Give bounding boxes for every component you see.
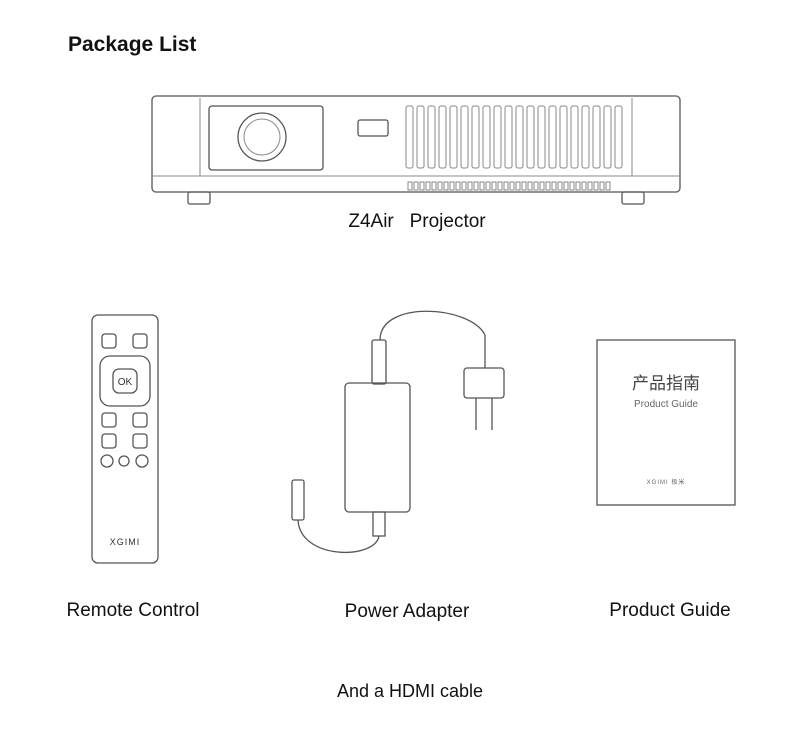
guide-title-en: Product Guide <box>634 399 698 410</box>
vent-slot <box>482 105 491 169</box>
vent-slot <box>587 181 593 191</box>
vent-slot <box>526 105 535 169</box>
vent-slot <box>509 181 515 191</box>
guide-title-cn: 产品指南 <box>632 374 700 393</box>
vent-slot <box>614 105 623 169</box>
ok-button-label: OK <box>118 377 133 388</box>
vent-slot <box>569 181 575 191</box>
vent-slot <box>559 105 568 169</box>
vent-slot <box>563 181 569 191</box>
projector-label: Z4Air Projector <box>348 211 486 232</box>
vent-slot <box>443 181 449 191</box>
vent-slot <box>533 181 539 191</box>
vent-slot <box>437 181 443 191</box>
vent-slot <box>515 105 524 169</box>
vent-slot <box>537 105 546 169</box>
power-adapter-illustration <box>291 310 505 553</box>
projector-illustration <box>151 95 681 205</box>
vent-slot <box>455 181 461 191</box>
vent-slot <box>473 181 479 191</box>
vent-slot <box>504 105 513 169</box>
vent-slot <box>485 181 491 191</box>
vent-slot <box>416 105 425 169</box>
vent-slot <box>527 181 533 191</box>
vent-slot <box>467 181 473 191</box>
vent-slot <box>521 181 527 191</box>
vent-slot <box>515 181 521 191</box>
vent-slot <box>479 181 485 191</box>
vent-slot <box>449 181 455 191</box>
vent-slot <box>599 181 605 191</box>
product-guide-illustration: 产品指南 Product Guide XGIMI 极米 <box>596 339 736 506</box>
vent-slot <box>497 181 503 191</box>
vent-slot <box>405 105 414 169</box>
remote-brand: XGIMI <box>110 537 141 547</box>
vent-slot <box>575 181 581 191</box>
remote-control-illustration: OK XGIMI <box>91 314 159 564</box>
vent-slot <box>438 105 447 169</box>
vent-slot <box>551 181 557 191</box>
vent-slot <box>491 181 497 191</box>
vent-slot <box>493 105 502 169</box>
product-guide-label: Product Guide <box>609 600 731 621</box>
vent-slot <box>471 105 480 169</box>
power-adapter-label: Power Adapter <box>344 601 470 622</box>
hdmi-cable-note: And a HDMI cable <box>336 681 484 701</box>
vent-slot <box>593 181 599 191</box>
guide-brand: XGIMI 极米 <box>647 478 686 486</box>
vent-slot <box>592 105 601 169</box>
vent-slot <box>603 105 612 169</box>
vent-slot <box>605 181 611 191</box>
vent-slot <box>419 181 425 191</box>
vent-slot <box>460 105 469 169</box>
vent-slot <box>581 105 590 169</box>
vent-slot <box>503 181 509 191</box>
vent-slot <box>449 105 458 169</box>
vent-slot <box>407 181 413 191</box>
remote-control-label: Remote Control <box>66 600 200 621</box>
vent-slot <box>461 181 467 191</box>
page-title: Package List <box>68 33 197 56</box>
vent-slot <box>413 181 419 191</box>
vent-slot <box>539 181 545 191</box>
vent-slot <box>557 181 563 191</box>
vent-slot <box>431 181 437 191</box>
vent-slot <box>581 181 587 191</box>
vent-slot <box>570 105 579 169</box>
vent-slot <box>427 105 436 169</box>
vent-slot <box>548 105 557 169</box>
vent-slot <box>425 181 431 191</box>
vent-slot <box>545 181 551 191</box>
